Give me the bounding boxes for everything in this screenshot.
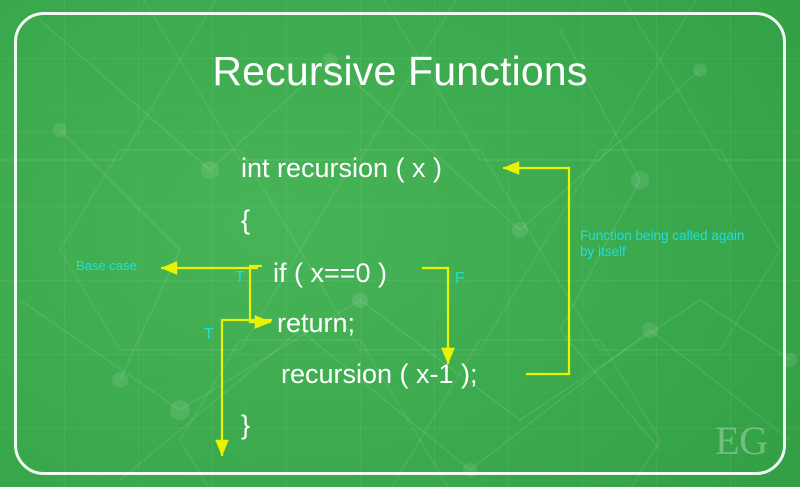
code-line-close-brace: } [241, 410, 251, 440]
annotation-recursive-call: Function being called again by itself [580, 228, 745, 259]
logo-mark-glyph: Ǝ [716, 418, 740, 463]
branch-label-if-false: F [455, 270, 465, 287]
code-line-signature: int recursion ( x ) [241, 153, 443, 183]
arrow-if-false-branch [422, 266, 455, 365]
code-line-open-brace: { [241, 205, 251, 235]
page-title: Recursive Functions [212, 48, 588, 94]
code-line-recursive-call: recursion ( x-1 ); [281, 359, 478, 389]
code-line-return: return; [277, 308, 356, 338]
code-line-if-condition: if ( x==0 ) [273, 258, 388, 288]
branch-label-if-true: T [235, 269, 245, 286]
arrow-recursive-call [502, 161, 571, 376]
geeksforgeeks-logo-watermark: ƎG [716, 418, 768, 463]
logo-letter-glyph: G [739, 418, 768, 463]
branch-label-return-true: T [204, 326, 214, 343]
annotation-base-case: Base case [76, 258, 137, 273]
arrow-if-true-branch [248, 264, 272, 329]
